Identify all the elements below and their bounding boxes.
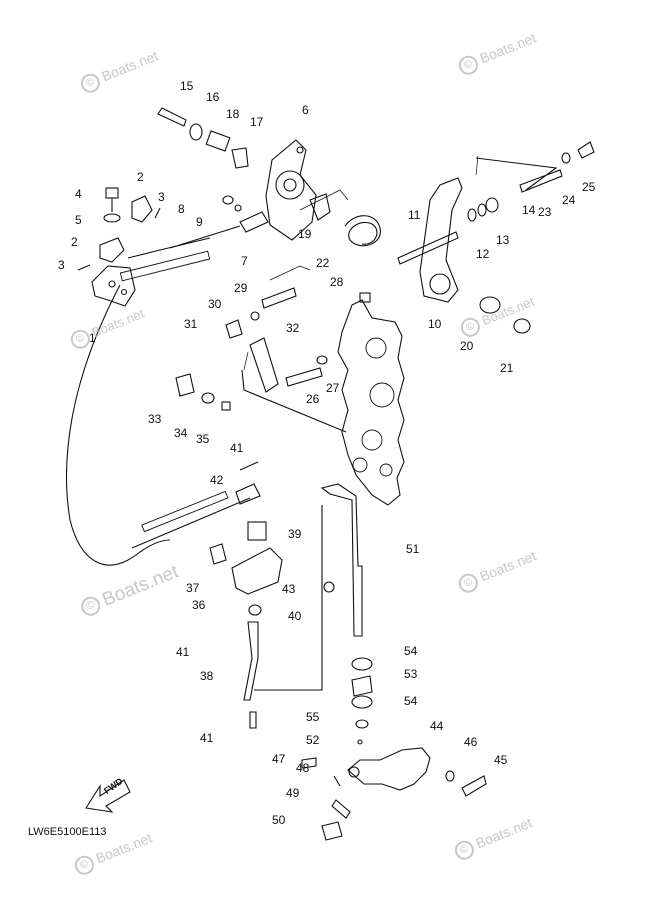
part-label-41: 41 (200, 731, 214, 745)
part-label-54: 54 (404, 694, 418, 708)
part-label-28: 28 (330, 275, 344, 289)
bracket-1 (91, 265, 136, 307)
part-label-37: 37 (186, 581, 200, 595)
part-label-41: 41 (176, 645, 190, 659)
part-label-2: 2 (71, 235, 78, 249)
part-label-20: 20 (460, 339, 474, 353)
part-label-36: 36 (192, 598, 206, 612)
part-label-35: 35 (196, 432, 210, 446)
part-number-labels: 1223345678910111213141516171819202122232… (58, 79, 596, 827)
part-label-55: 55 (306, 710, 320, 724)
part-label-29: 29 (234, 281, 248, 295)
part-label-43: 43 (282, 582, 296, 596)
part-label-33: 33 (148, 412, 162, 426)
part-label-27: 27 (326, 381, 340, 395)
throttle-plate-6 (265, 139, 317, 241)
part-label-16: 16 (206, 90, 220, 104)
fwd-arrow-icon (85, 779, 131, 813)
part-label-41: 41 (230, 441, 244, 455)
part-label-9: 9 (196, 215, 203, 229)
part-label-40: 40 (288, 609, 302, 623)
throttle-lever-10 (419, 177, 463, 303)
part-label-21: 21 (500, 361, 514, 375)
part-label-12: 12 (476, 247, 490, 261)
part-label-5: 5 (75, 213, 82, 227)
part-label-46: 46 (464, 735, 478, 749)
part-label-11: 11 (408, 208, 421, 222)
part-label-10: 10 (428, 317, 442, 331)
part-label-32: 32 (286, 321, 300, 335)
part-label-34: 34 (174, 426, 188, 440)
part-label-48: 48 (296, 761, 310, 775)
bracket-36 (231, 547, 283, 595)
part-label-23: 23 (538, 205, 552, 219)
part-label-13: 13 (496, 233, 510, 247)
shift-lever-44 (347, 747, 431, 791)
throttle-cable (66, 284, 171, 566)
part-label-26: 26 (306, 392, 320, 406)
part-label-1: 1 (89, 331, 96, 345)
part-label-3: 3 (58, 258, 65, 272)
part-label-49: 49 (286, 786, 300, 800)
part-label-7: 7 (241, 254, 248, 268)
shift-rod-38 (243, 621, 259, 701)
part-label-18: 18 (226, 107, 240, 121)
part-label-8: 8 (178, 202, 185, 216)
part-label-44: 44 (430, 719, 444, 733)
part-label-14: 14 (522, 203, 536, 217)
part-label-51: 51 (406, 542, 420, 556)
spring-22 (344, 215, 381, 247)
part-label-25: 25 (582, 180, 596, 194)
diagram-code: LW6E5100E113 (28, 826, 107, 838)
part-label-4: 4 (75, 187, 82, 201)
part-label-17: 17 (250, 115, 264, 129)
part-label-52: 52 (306, 733, 320, 747)
part-label-3: 3 (158, 190, 165, 204)
part-label-42: 42 (210, 473, 224, 487)
link-arm-32 (249, 337, 279, 393)
part-label-22: 22 (316, 256, 330, 270)
part-label-54: 54 (404, 644, 418, 658)
part-label-6: 6 (302, 103, 309, 117)
part-label-15: 15 (180, 79, 194, 93)
part-label-53: 53 (404, 667, 418, 681)
part-label-38: 38 (200, 669, 214, 683)
part-label-30: 30 (208, 297, 222, 311)
part-label-39: 39 (288, 527, 302, 541)
part-label-50: 50 (272, 813, 286, 827)
part-label-47: 47 (272, 752, 286, 766)
engine-block-outline (337, 299, 405, 506)
part-label-2: 2 (137, 170, 144, 184)
part-label-31: 31 (184, 317, 198, 331)
part-label-19: 19 (298, 227, 312, 241)
part-label-24: 24 (562, 193, 576, 207)
part-label-45: 45 (494, 753, 508, 767)
shift-shaft-51 (320, 483, 363, 637)
